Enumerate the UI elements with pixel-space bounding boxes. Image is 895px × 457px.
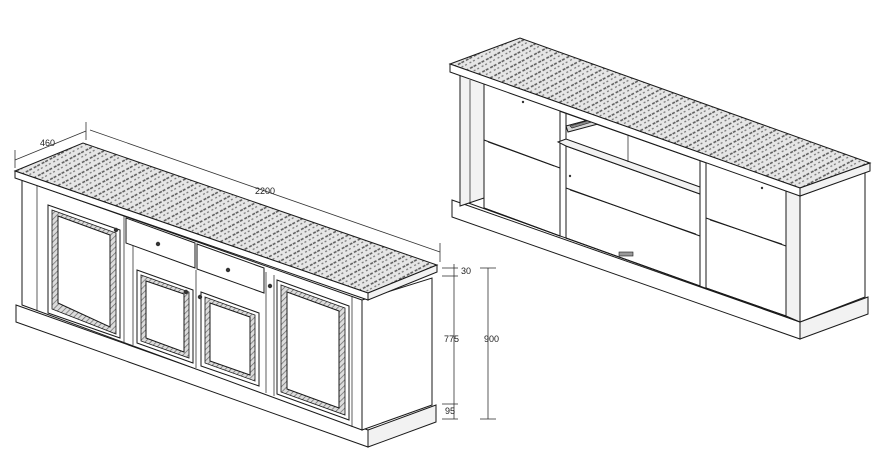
right-drawer [196, 243, 265, 294]
top-edge-side [799, 162, 871, 197]
dimension-lines [14, 122, 496, 420]
door-knob-icon [113, 227, 119, 233]
door-knob-icon [197, 294, 203, 300]
body-height-label: 775 [444, 334, 459, 344]
sideboard-open-view [448, 37, 872, 340]
total-height-label: 900 [484, 334, 499, 344]
left-drawer [125, 217, 196, 269]
drawer-knob-icon [155, 241, 161, 247]
width-label: 2200 [255, 186, 275, 196]
plinth-side [799, 296, 869, 340]
carcass-side [361, 277, 433, 431]
drawer-knob-icon [225, 267, 231, 273]
carcass-side [799, 171, 866, 323]
top-thickness-label: 30 [461, 266, 471, 276]
cable-slot [618, 251, 634, 257]
door-knob-icon [183, 289, 189, 295]
sideboard-front-view [13, 142, 439, 448]
plinth-side [367, 404, 437, 448]
top-edge-side [367, 264, 438, 301]
left-side-wall [459, 67, 485, 207]
right-side-post [785, 189, 801, 323]
depth-label: 460 [40, 138, 55, 148]
plinth-height-label: 95 [445, 406, 455, 416]
door-knob-icon [267, 283, 273, 289]
